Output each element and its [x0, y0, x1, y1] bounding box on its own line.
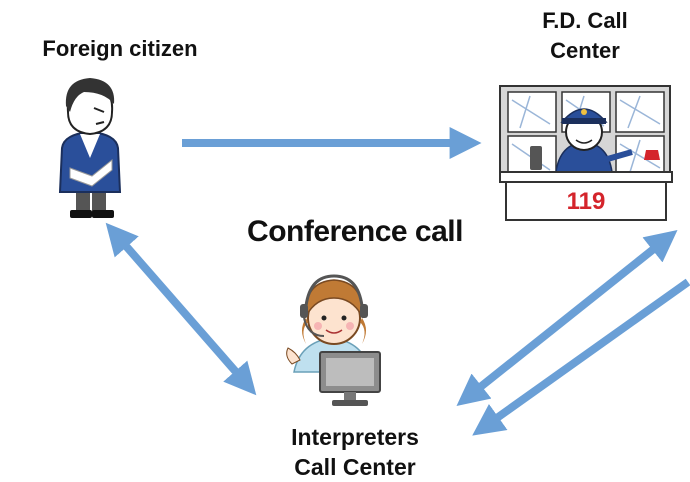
conference-call-label: Conference call: [247, 215, 463, 248]
arrow-fd-interpreters: [456, 230, 678, 406]
arrow-fd-to-interpreters: [472, 278, 690, 436]
interpreter-figure: [286, 274, 381, 406]
foreign-citizen-figure: [58, 78, 122, 218]
arrow-citizen-interpreters: [105, 222, 257, 396]
counter-number: 119: [567, 188, 606, 215]
fd-call-center-label-line2: Center: [550, 38, 620, 63]
interpreters-call-center-label: Interpreters Call Center: [210, 422, 500, 482]
foreign-citizen-label: Foreign citizen: [42, 36, 198, 61]
fd-call-center-label: F.D. Call Center: [510, 6, 660, 66]
fd-call-center-label-line1: F.D. Call: [542, 8, 628, 33]
interpreters-label-line1: Interpreters: [291, 424, 419, 450]
interpreters-label-line2: Call Center: [294, 454, 416, 480]
fd-call-center-figure: 119: [499, 85, 673, 221]
